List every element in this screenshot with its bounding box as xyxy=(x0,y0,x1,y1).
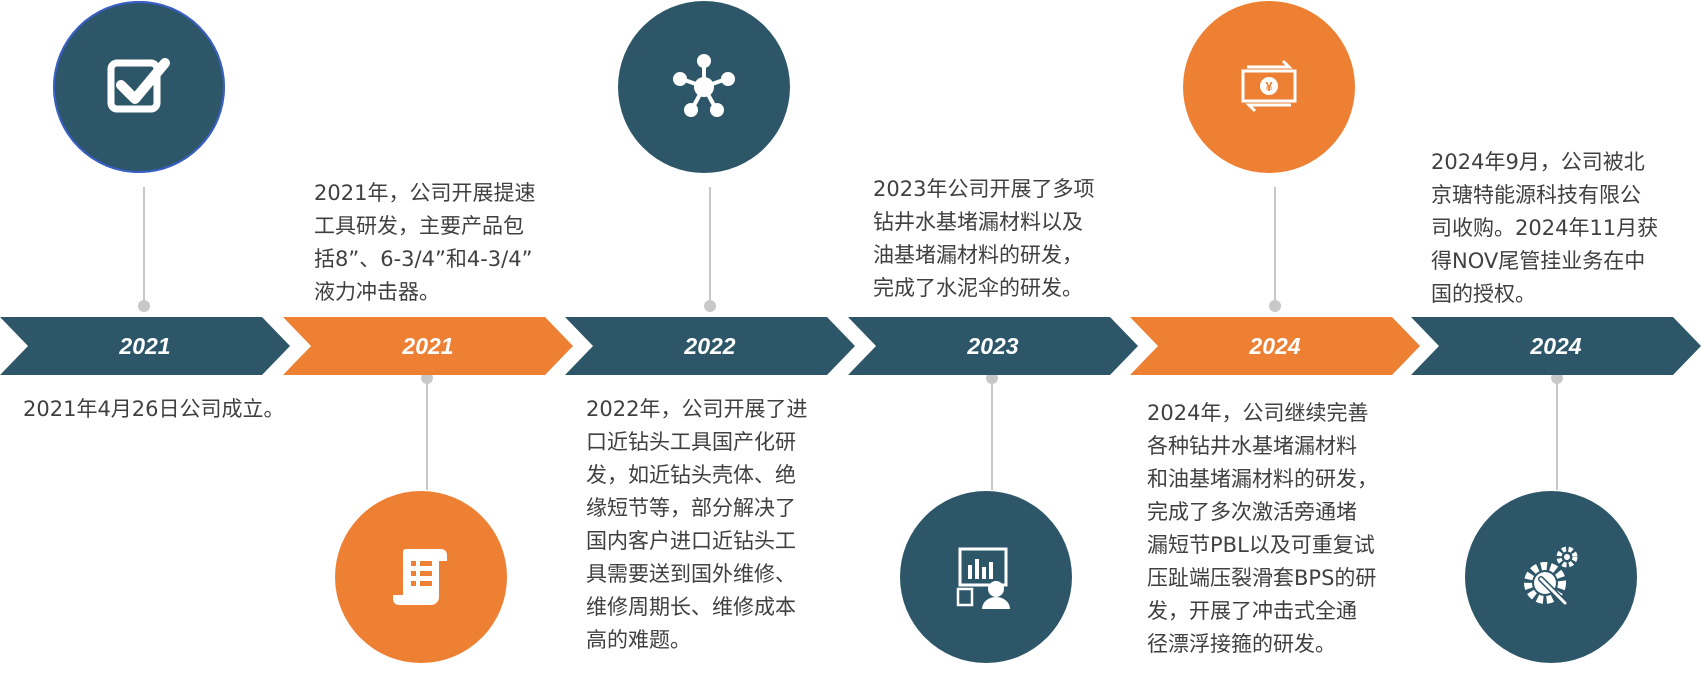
milestone-text-6: 2024年9月，公司被北 京瑭特能源科技有限公 司收购。2024年11月获 得N… xyxy=(1431,150,1659,306)
connector-line-4 xyxy=(991,380,993,490)
year-chevron-4: 2023 xyxy=(848,317,1138,375)
connector-dot-4 xyxy=(986,372,998,384)
year-chevron-2: 2021 xyxy=(283,317,573,375)
year-label-2: 2021 xyxy=(402,332,454,359)
year-label-1: 2021 xyxy=(119,332,171,359)
connector-dot-6 xyxy=(1551,372,1563,384)
checkbox-icon xyxy=(107,58,170,113)
connector-line-3 xyxy=(709,187,711,305)
connector-dot-1 xyxy=(138,300,150,312)
milestone-circle-5: ¥ xyxy=(1183,1,1355,173)
connector-line-5 xyxy=(1274,187,1276,305)
year-label-3: 2022 xyxy=(684,332,736,359)
milestone-circle-6 xyxy=(1465,491,1637,663)
connector-line-1 xyxy=(143,187,145,305)
year-label-6: 2024 xyxy=(1530,332,1582,359)
milestone-text-3: 2022年，公司开展了进 口近钻头工具国产化研 发，如近钻头壳体、绝 缘短节等，… xyxy=(586,397,808,652)
gear-wrench-icon xyxy=(1524,546,1578,606)
milestone-text-2: 2021年，公司开展提速 工具研发，主要产品包 括8”、6-3/4”和4-3/4… xyxy=(314,181,536,304)
year-chevron-1: 2021 xyxy=(0,317,290,375)
milestone-text-4: 2023年公司开展了多项 钻井水基堵漏材料以及 油基堵漏材料的研发， 完成了水泥… xyxy=(873,177,1095,300)
network-nodes-icon xyxy=(673,54,735,117)
connector-line-2 xyxy=(426,380,428,490)
milestone-circle-2 xyxy=(335,491,507,663)
analytics-user-icon xyxy=(956,547,1010,609)
connector-dot-5 xyxy=(1269,300,1281,312)
svg-text:¥: ¥ xyxy=(1265,79,1273,94)
year-chevron-5: 2024 xyxy=(1130,317,1420,375)
milestone-circle-4 xyxy=(900,491,1072,663)
year-chevron-6: 2024 xyxy=(1411,317,1701,375)
year-label-4: 2023 xyxy=(967,332,1019,359)
connector-dot-2 xyxy=(421,372,433,384)
milestone-text-5: 2024年，公司继续完善 各种钻井水基堵漏材料 和油基堵漏材料的研发， 完成了多… xyxy=(1147,401,1378,656)
milestone-text-1: 2021年4月26日公司成立。 xyxy=(23,397,285,421)
milestone-circle-3 xyxy=(618,1,790,173)
year-chevron-3: 2022 xyxy=(565,317,855,375)
money-exchange-icon: ¥ xyxy=(1241,59,1297,113)
milestone-circle-1 xyxy=(53,1,225,173)
year-label-5: 2024 xyxy=(1249,332,1301,359)
connector-line-6 xyxy=(1556,380,1558,490)
scroll-document-icon xyxy=(393,549,447,605)
connector-dot-3 xyxy=(704,300,716,312)
